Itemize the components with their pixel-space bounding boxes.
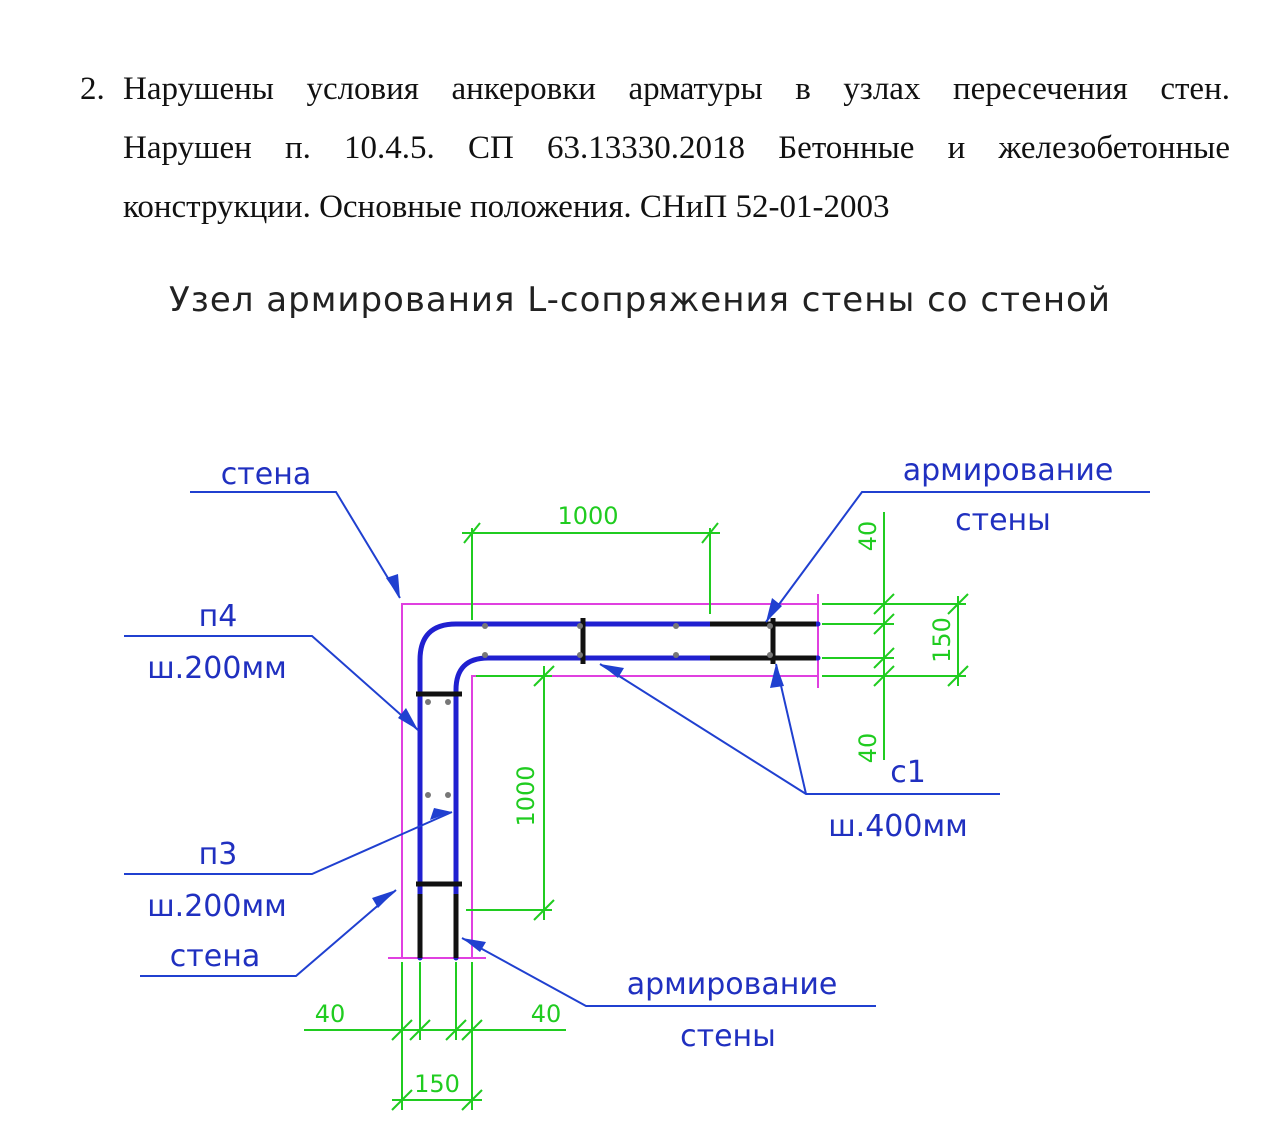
drawing-labels: стена армирование стены п4 ш.200мм п3 ш.… (147, 453, 1113, 1054)
label-p4-step: ш.200мм (147, 651, 287, 686)
leader-arrows (372, 574, 784, 952)
label-p4: п4 (199, 599, 238, 634)
leader-lines (124, 491, 1150, 1007)
dim-bottom-left-40: 40 (315, 1000, 346, 1028)
dim-top-40: 40 (854, 521, 882, 552)
paragraph-line-3: конструкции. Основные положения. СНиП 52… (123, 189, 890, 225)
paragraph-line-1: Нарушены условия анкеровки арматуры в уз… (123, 71, 1230, 107)
dimension-texts: 1000 1000 40 150 40 40 40 150 (315, 502, 956, 1098)
wall-outline (388, 594, 819, 959)
paragraph-line-2: Нарушен п. 10.4.5. СП 63.13330.2018 Бето… (123, 130, 1230, 166)
label-p3: п3 (199, 837, 238, 872)
label-rebar-bottom-1: армирование (627, 967, 838, 1002)
rebar-dots (425, 623, 773, 798)
label-wall-bottom: стена (170, 939, 260, 974)
dim-right-150: 150 (928, 617, 956, 663)
label-rebar-top-2: стены (955, 503, 1051, 538)
label-c1-step: ш.400мм (828, 809, 968, 844)
ties (416, 618, 816, 958)
drawing-title: Узел армирования L-сопряжения стены со с… (169, 280, 1111, 320)
dimension-lines (304, 512, 969, 1111)
rebar (417, 621, 821, 961)
label-p3-step: ш.200мм (147, 889, 287, 924)
dim-horizontal-1000: 1000 (557, 502, 618, 530)
dim-right-40: 40 (854, 733, 882, 764)
dim-bottom-right-40: 40 (531, 1000, 562, 1028)
dim-bottom-150: 150 (414, 1070, 460, 1098)
label-wall-top: стена (221, 457, 311, 492)
label-rebar-top-1: армирование (903, 453, 1114, 488)
label-c1: с1 (890, 755, 926, 790)
dim-vertical-1000: 1000 (512, 765, 540, 826)
paragraph-number: 2. (80, 71, 105, 107)
label-rebar-bottom-2: стены (680, 1019, 776, 1054)
